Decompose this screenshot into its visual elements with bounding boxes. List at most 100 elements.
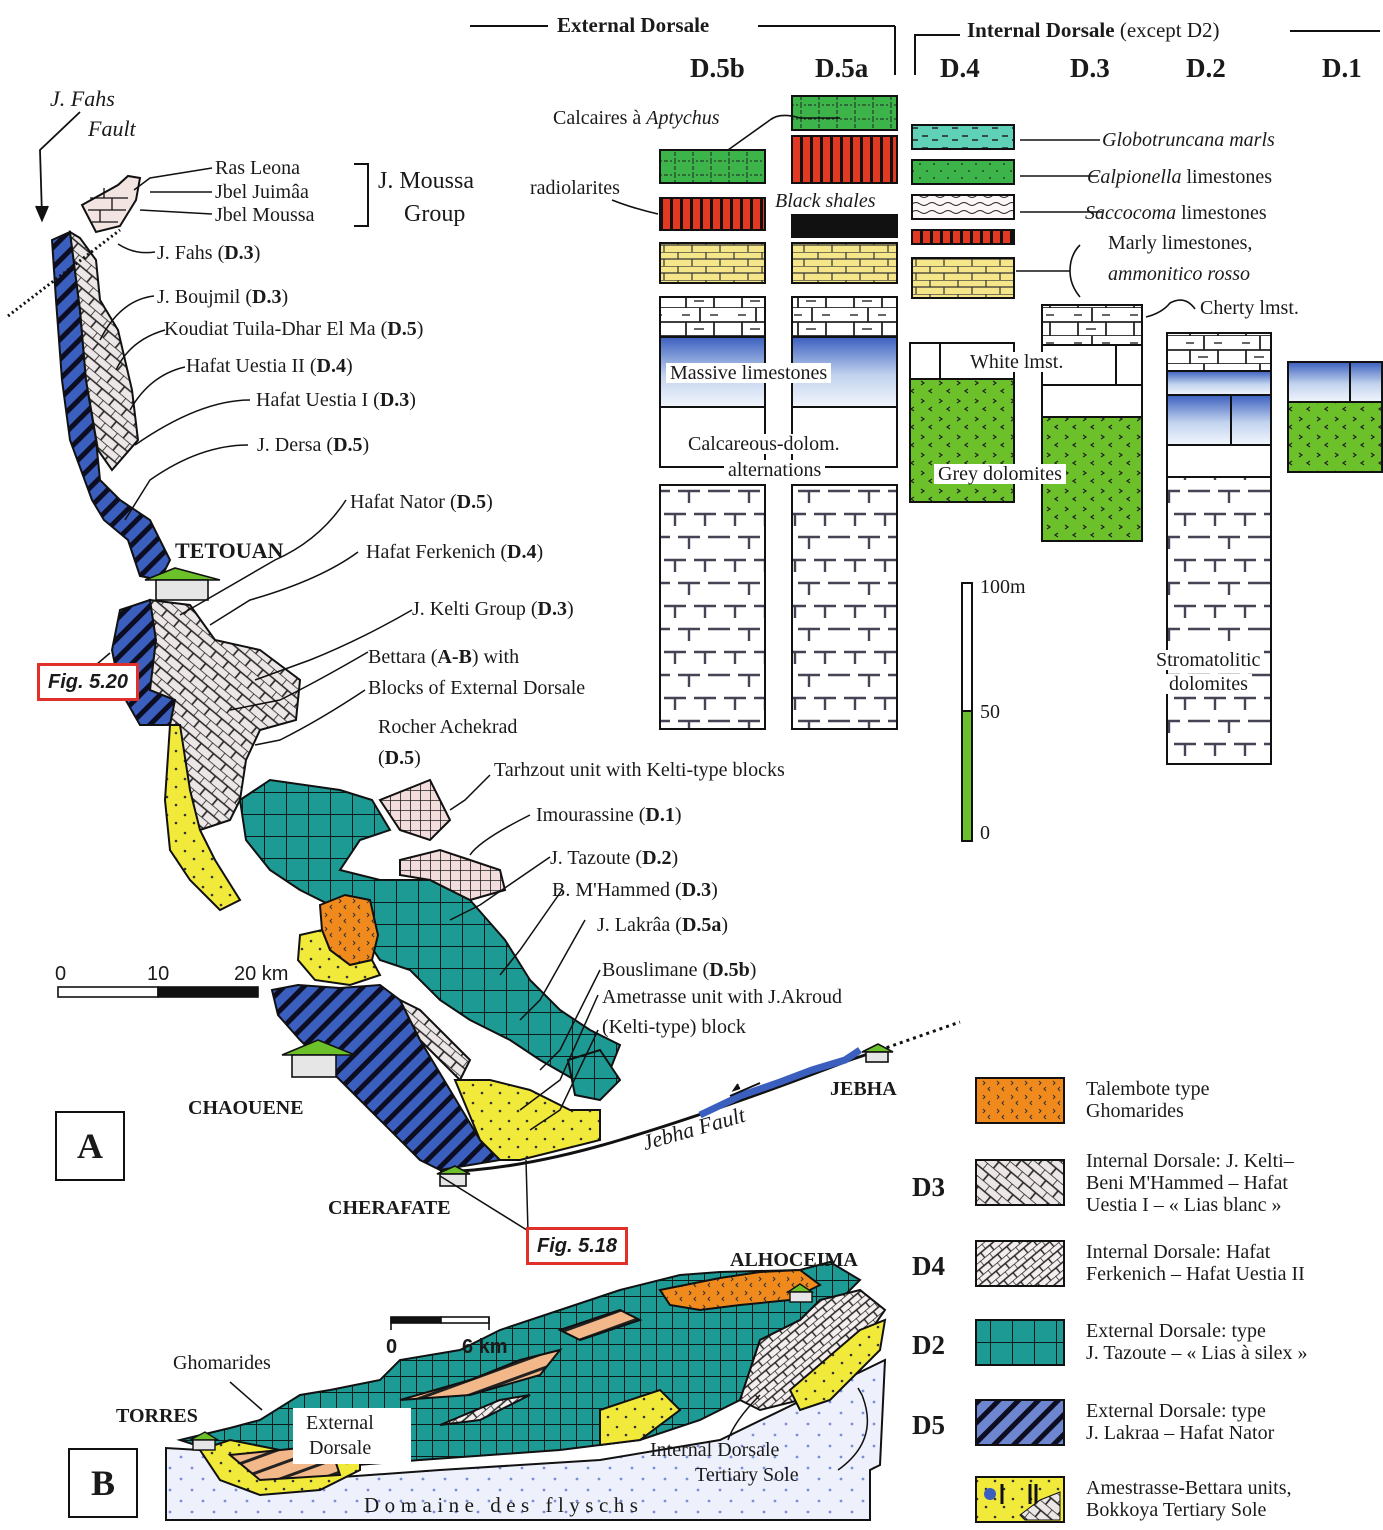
column-title-d5a: D.5a: [815, 53, 869, 83]
locality-name: J. Tazoute (: [550, 847, 643, 869]
group-bracket: [354, 163, 369, 227]
locality-unit-code: D.3: [224, 242, 254, 264]
locality-suffix: ): [345, 355, 353, 377]
locality-suffix: ): [409, 389, 416, 411]
panel-label-a: A: [55, 1111, 125, 1181]
column-d3: [1041, 304, 1143, 542]
locality-label: Imourassine (D.1): [536, 805, 682, 825]
label-stromatolitic-2: dolomites: [1165, 674, 1252, 694]
locality-label: Bouslimane (D.5b): [602, 960, 756, 980]
locality-label: J. Lakrâa (D.5a): [597, 915, 728, 935]
map-b-leader-lines: [229, 1381, 869, 1471]
legend-line: External Dorsale: type: [1086, 1400, 1266, 1422]
locality-suffix: ): [414, 747, 421, 769]
internal-dorsale-note: (except D2): [1119, 18, 1220, 42]
locality-label: Rocher Achekrad: [378, 717, 517, 737]
label-black-shales: Black shales: [775, 190, 876, 212]
locality-label: Bettara (A-B) with: [368, 647, 519, 667]
locality-name: Koudiat Tuila-Dhar El Ma (: [164, 318, 388, 340]
locality-name: Bouslimane (: [602, 959, 710, 981]
legend-line: Ferkenich – Hafat Uestia II: [1086, 1263, 1305, 1285]
header-brackets: [470, 25, 1380, 75]
locality-name: Bettara (: [368, 646, 438, 668]
scale-bottom-label: 0: [980, 822, 990, 844]
locality-unit-code: D.3: [379, 389, 410, 411]
locality-suffix: ): [362, 434, 370, 456]
internal-dorsale-header: Internal Dorsale (except D2): [967, 20, 1220, 41]
locality-name: Imourassine (: [536, 804, 646, 826]
locality-name: Jbel Juimâa: [215, 181, 309, 203]
locality-suffix: ): [253, 242, 261, 264]
locality-name: Ametrasse unit with J.Akroud: [602, 986, 842, 1008]
locality-suffix: ): [749, 959, 757, 981]
legend-line: J. Lakraa – Hafat Nator: [1086, 1422, 1275, 1444]
locality-unit-code: D.5: [456, 491, 487, 513]
legend-line: Ghomarides: [1086, 1100, 1184, 1122]
scale-b-0: 0: [386, 1336, 398, 1358]
locality-name: Tarhzout unit with Kelti-type blocks: [494, 759, 785, 781]
label-b-dorsale: Dorsale: [309, 1437, 372, 1459]
locality-name: Ras Leona: [215, 157, 300, 179]
locality-label: Tarhzout unit with Kelti-type blocks: [494, 760, 785, 780]
external-dorsale-header: External Dorsale: [557, 13, 710, 37]
city-jebha: JEBHA: [830, 1078, 897, 1100]
locality-label: J. Tazoute (D.2): [550, 848, 678, 868]
label-b-flysch: Domaine des flyschs: [364, 1493, 644, 1517]
label-ghomarides: Ghomarides: [173, 1352, 271, 1374]
scale-mid-label: 50: [980, 701, 1000, 723]
locality-suffix: ): [711, 879, 718, 901]
label-radiolarites: radiolarites: [530, 177, 620, 199]
column-d2: [1166, 332, 1272, 765]
locality-name: B. M'Hammed (: [552, 879, 682, 901]
label-calpionella: Calpionella limestones: [1087, 167, 1272, 187]
fig-ref-5-18[interactable]: Fig. 5.18: [526, 1227, 629, 1265]
locality-label: Hafat Nator (D.5): [350, 492, 493, 512]
group-label-line2: Group: [404, 201, 466, 227]
locality-unit-code: D.2: [642, 847, 672, 869]
legend-line: J. Tazoute – « Lias à silex »: [1086, 1342, 1308, 1364]
city-chaouene: CHAOUENE: [188, 1097, 304, 1119]
locality-suffix: ): [721, 914, 729, 936]
locality-unit-code: D.4: [316, 355, 346, 377]
locality-name: J. Boujmil (: [157, 286, 253, 308]
locality-unit-code: D.4: [507, 541, 537, 563]
group-label-line1: J. Moussa: [378, 168, 475, 194]
locality-name: (: [378, 747, 385, 769]
locality-suffix: ): [674, 804, 682, 826]
locality-unit-code: D.5: [333, 434, 363, 456]
label-calcaires-text: Calcaires à: [553, 107, 647, 129]
label-stromatolitic-1: Stromatolitic: [1152, 650, 1265, 670]
locality-suffix: ): [536, 541, 544, 563]
locality-name: J. Lakrâa (: [597, 914, 682, 936]
label-marly-limestones: Marly limestones,: [1108, 232, 1253, 254]
locality-name: Jbel Moussa: [215, 204, 315, 226]
map-a-leader-lines: [89, 167, 601, 1233]
locality-unit-code: D.5b: [709, 959, 750, 981]
locality-suffix: ) with: [471, 646, 520, 668]
label-saccocoma: Saccocoma limestones: [1085, 203, 1267, 223]
legend-line: Bokkoya Tertiary Sole: [1086, 1499, 1267, 1521]
locality-name: Hafat Ferkenich (: [366, 541, 508, 563]
town-symbols: [144, 567, 894, 1187]
locality-unit-code: A-B: [437, 646, 472, 668]
locality-label: Blocks of External Dorsale: [368, 678, 585, 698]
scale-bar-a: [57, 986, 259, 998]
scale-a-20: 20 km: [234, 963, 289, 985]
locality-name: Hafat Nator (: [350, 491, 457, 513]
label-saccocoma-italic: Saccocoma: [1085, 202, 1177, 224]
label-aptychus-text: Aptychus: [646, 107, 720, 129]
legend-code-d3: D3: [912, 1172, 945, 1202]
locality-suffix: ): [567, 598, 574, 620]
locality-name: Hafat Uestia I (: [256, 389, 380, 411]
locality-suffix: ): [416, 318, 424, 340]
city-alhoceima: ALHOCEIMA: [730, 1249, 858, 1271]
scale-a-0: 0: [55, 963, 67, 985]
fig-ref-5-20[interactable]: Fig. 5.20: [37, 663, 140, 701]
label-b-external: External: [306, 1412, 374, 1434]
column-title-d1: D.1: [1322, 53, 1362, 83]
external-dorsale-label-box: [293, 1408, 411, 1464]
locality-label: J. Boujmil (D.3): [157, 287, 288, 307]
legend-line: Uestia I – « Lias blanc »: [1086, 1194, 1282, 1216]
